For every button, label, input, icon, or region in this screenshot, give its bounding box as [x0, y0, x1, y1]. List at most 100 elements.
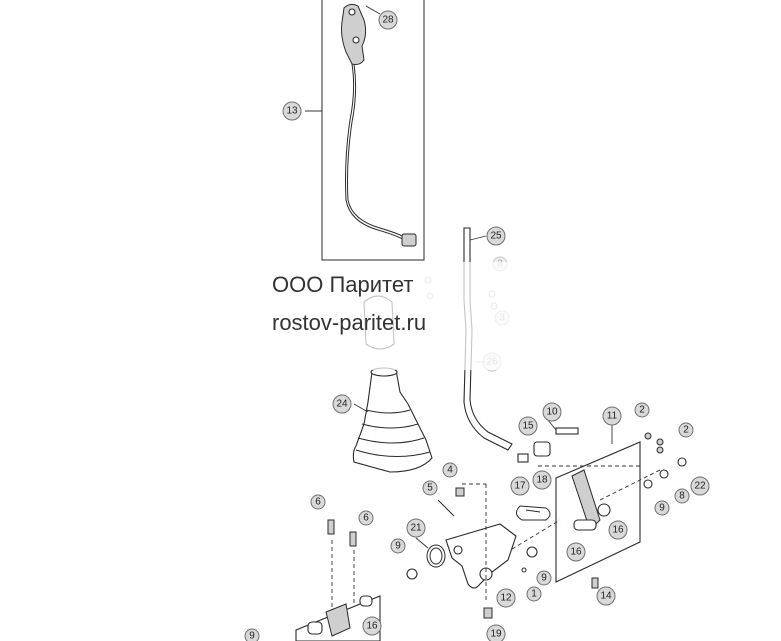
- callout-bubble: [510, 476, 530, 496]
- cable-connector: [401, 233, 417, 247]
- callout-c25: 25: [486, 226, 506, 246]
- callout-number: 11: [607, 411, 618, 422]
- callout-c24: 24: [332, 394, 352, 414]
- callout-number: 2: [639, 405, 645, 416]
- callout-c22: 22: [690, 476, 710, 496]
- callout-number: 18: [536, 475, 548, 486]
- callout-number: 22: [694, 481, 706, 492]
- callout-c11: 11: [602, 406, 622, 426]
- callout-bubble: [390, 538, 406, 554]
- callout-number: 15: [522, 421, 534, 432]
- callout-bubble: [532, 470, 552, 490]
- callout-bubble: [486, 624, 506, 641]
- callout-bubble: [358, 510, 374, 526]
- callout-number: 16: [570, 547, 582, 558]
- callout-number: 10: [546, 407, 558, 418]
- callout-bubble: [518, 416, 538, 436]
- callout-bubble: [496, 588, 516, 608]
- callout-bubble: [422, 480, 438, 496]
- callout-bubble: [678, 422, 694, 438]
- callout-c4: 4: [442, 462, 458, 478]
- callout-bubble: [526, 586, 542, 602]
- callout-c16a: 16: [608, 520, 628, 540]
- callout-bubble: [282, 101, 302, 121]
- callout-number: 9: [659, 503, 665, 514]
- callout-number: 9: [541, 573, 547, 584]
- callout-bubble: [596, 586, 616, 606]
- callout-bubble: [674, 488, 690, 504]
- callout-bubble: [536, 570, 552, 586]
- callout-number: 12: [500, 593, 512, 604]
- callout-bubble: [634, 402, 650, 418]
- right-fasteners: [643, 432, 687, 489]
- callout-c19: 19: [486, 624, 506, 641]
- callout-c6a: 6: [310, 494, 326, 510]
- callout-number: 21: [410, 523, 422, 534]
- callout-number: 14: [600, 591, 612, 602]
- lever-rod: [463, 227, 513, 451]
- callout-c13: 13: [282, 101, 302, 121]
- callout-c9d: 9: [244, 628, 260, 641]
- callout-c9b: 9: [390, 538, 406, 554]
- callout-c8: 8: [674, 488, 690, 504]
- callout-bubble: [602, 406, 622, 426]
- callout-bubble: [362, 616, 382, 636]
- callout-c28: 28: [378, 10, 398, 30]
- callout-bubble: [332, 394, 352, 414]
- watermark-website: rostov-paritet.ru: [272, 310, 427, 335]
- callout-c17: 17: [510, 476, 530, 496]
- callout-c2b: 2: [678, 422, 694, 438]
- callout-c21: 21: [406, 518, 426, 538]
- callout-bubble: [244, 628, 260, 641]
- callout-bubble: [486, 226, 506, 246]
- spring-ring: [415, 537, 446, 568]
- callout-bubble: [378, 10, 398, 30]
- watermark-company-name: ООО Паритет: [272, 272, 414, 297]
- callout-number: 6: [315, 497, 321, 508]
- callout-c2a: 2: [634, 402, 650, 418]
- callout-bubble: [690, 476, 710, 496]
- bolts-bottom: [483, 577, 599, 619]
- watermark-backdrop: [248, 262, 548, 370]
- callout-bubble: [310, 494, 326, 510]
- callout-number: 24: [336, 399, 348, 410]
- callout-c5: 5: [422, 480, 438, 496]
- callout-c16b: 16: [566, 542, 586, 562]
- callout-bubble: [654, 500, 670, 516]
- callout-number: 9: [249, 631, 255, 641]
- callout-bubble: [406, 518, 426, 538]
- callout-c16c: 16: [362, 616, 382, 636]
- callout-number: 19: [490, 629, 502, 640]
- studs-left: [327, 519, 418, 620]
- callout-number: 9: [395, 541, 401, 552]
- callout-number: 2: [683, 425, 689, 436]
- callout-bubble: [566, 542, 586, 562]
- joystick-assembly: [305, 0, 425, 261]
- callout-number: 8: [679, 491, 685, 502]
- callout-number: 17: [514, 481, 526, 492]
- callout-c18: 18: [532, 470, 552, 490]
- callout-c15: 15: [518, 416, 538, 436]
- callout-number: 13: [286, 106, 298, 117]
- callout-bubble: [442, 462, 458, 478]
- callout-c10: 10: [542, 402, 562, 422]
- callout-c1: 1: [526, 586, 542, 602]
- callout-c9c: 9: [536, 570, 552, 586]
- selector-lever-plate: [445, 483, 538, 600]
- bolts-top: [437, 487, 465, 517]
- callout-number: 5: [427, 483, 433, 494]
- lower-bracket: [295, 595, 381, 641]
- callout-number: 1: [531, 589, 537, 600]
- callout-c6b: 6: [358, 510, 374, 526]
- callout-number: 28: [382, 15, 394, 26]
- joystick-frame: [321, 0, 425, 261]
- callout-number: 16: [612, 525, 624, 536]
- callout-bubble: [542, 402, 562, 422]
- callout-number: 25: [490, 231, 502, 242]
- bushings: [517, 419, 579, 463]
- spring-clip: [516, 505, 551, 521]
- callout-c12: 12: [496, 588, 516, 608]
- joystick-handle: [341, 3, 367, 65]
- callout-bubble: [608, 520, 628, 540]
